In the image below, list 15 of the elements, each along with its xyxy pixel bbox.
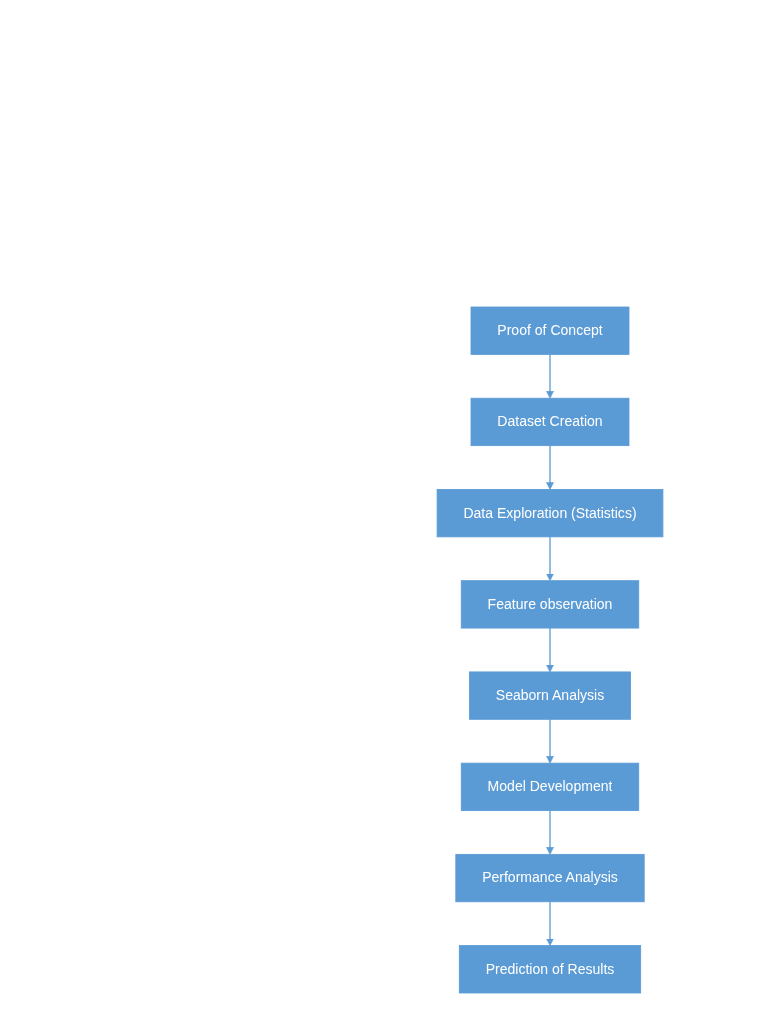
arrow (546, 627, 554, 673)
node-box: Seaborn Analysis (469, 671, 631, 720)
arrow (546, 718, 554, 764)
arrow (546, 901, 554, 946)
arrow (546, 353, 554, 399)
node-box: Feature observation (460, 580, 640, 629)
arrow (546, 536, 554, 582)
node-box: Model Development (460, 762, 640, 811)
arrow (546, 444, 554, 490)
node-box: Prediction of Results (458, 945, 642, 994)
node-box: Dataset Creation (470, 397, 630, 447)
node-box: Performance Analysis (455, 853, 645, 903)
node-box: Data Exploration (Statistics) (436, 489, 664, 538)
node-box: Proof of Concept (470, 306, 630, 355)
arrow (546, 809, 554, 855)
